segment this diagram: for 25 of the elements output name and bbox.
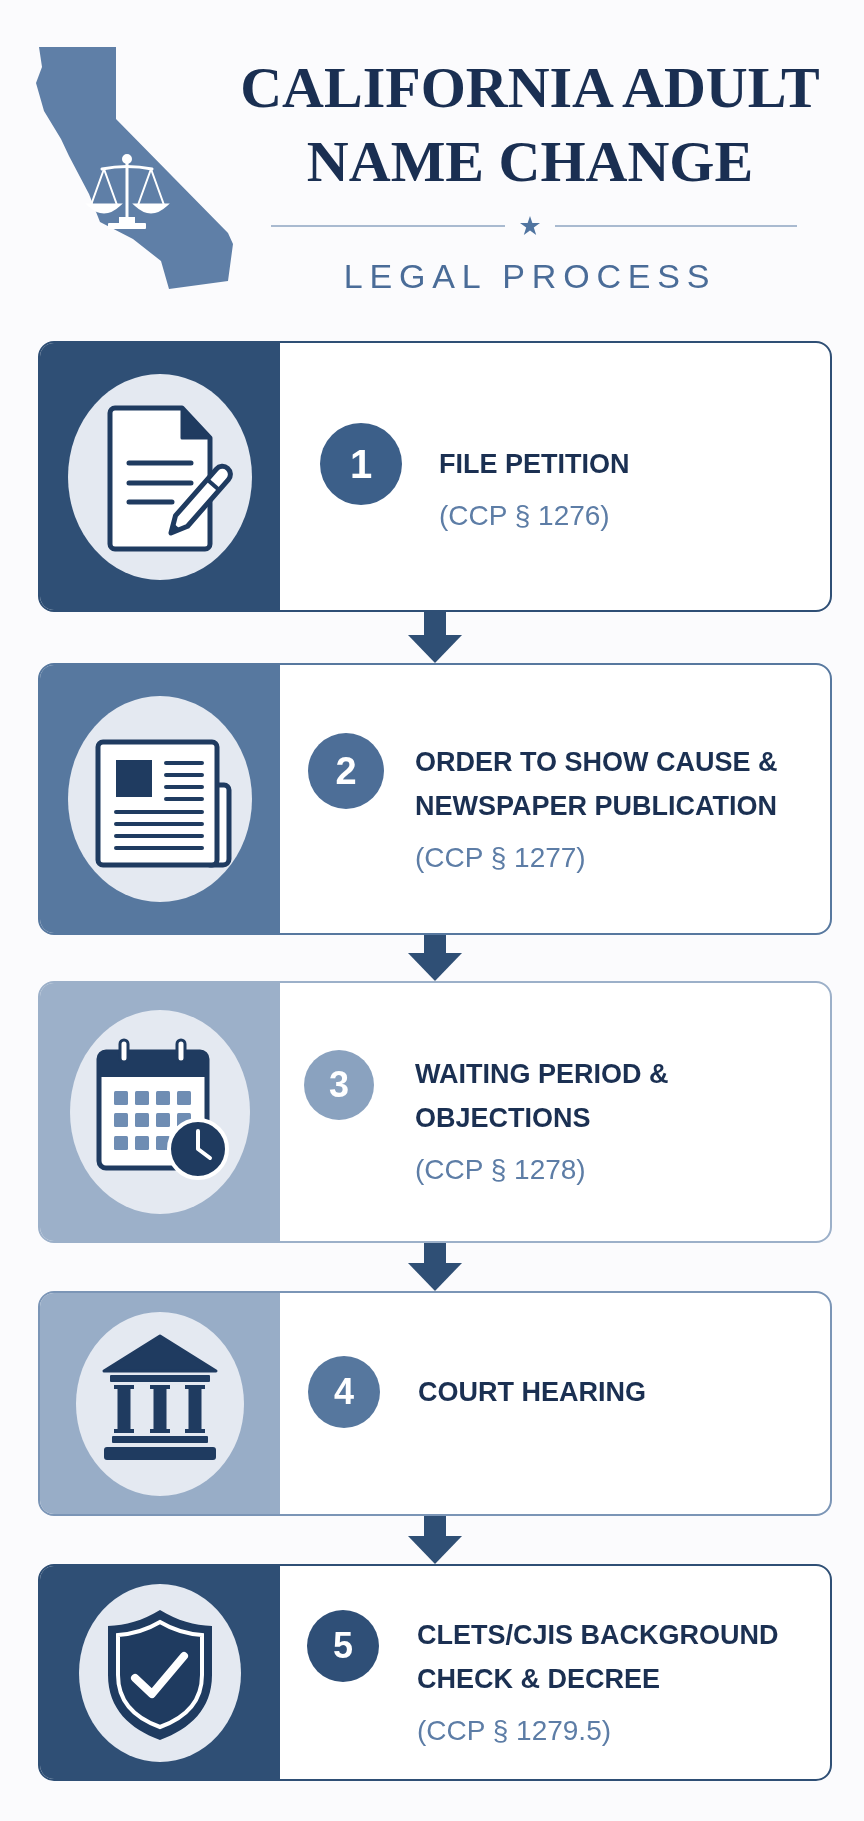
arrow	[408, 1516, 462, 1564]
step-card	[38, 1291, 832, 1516]
step-title: ORDER TO SHOW CAUSE & NEWSPAPER PUBLICATION	[415, 746, 779, 823]
step-card	[38, 981, 832, 1243]
arrow	[408, 612, 462, 663]
step-title: COURT HEARING	[418, 1376, 646, 1409]
title: CALIFORNIA ADULT NAME CHANGE	[239, 54, 821, 196]
step-number: 4	[308, 1356, 380, 1428]
statute-citation: (CCP § 1277)	[415, 841, 587, 875]
step-card	[38, 663, 832, 935]
statute-citation: (CCP § 1279.5)	[417, 1713, 613, 1748]
statute-citation: (CCP § 1278)	[415, 1153, 587, 1187]
step-number: 2	[308, 733, 384, 809]
step-number: 1	[320, 422, 402, 505]
step-card	[38, 1564, 832, 1781]
arrow	[408, 1243, 462, 1291]
step-number: 3	[304, 1050, 374, 1120]
step-card	[38, 341, 832, 612]
step-number: 5	[307, 1609, 379, 1682]
subtitle: LEGAL PROCESS	[342, 256, 718, 296]
step-title: FILE PETITION	[439, 447, 630, 481]
statute-citation: (CCP § 1276)	[439, 498, 611, 533]
arrow	[408, 935, 462, 981]
step-title: WAITING PERIOD & OBJECTIONS	[415, 1058, 670, 1135]
step-title: CLETS/CJIS BACKGROUND CHECK & DECREE	[417, 1618, 780, 1696]
